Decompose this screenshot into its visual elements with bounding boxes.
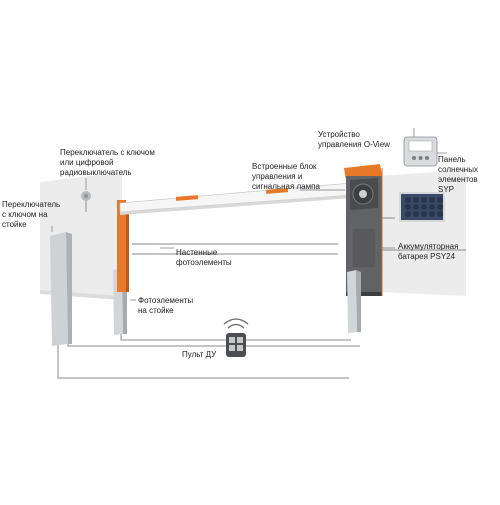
label-key-switch-post: Переключатель с ключом на стойке: [2, 200, 74, 230]
label-wall-photocells: Настенные фотоэлементы: [176, 248, 256, 268]
leader-lines: [51, 128, 447, 301]
label-line: управления и: [252, 172, 303, 181]
label-line: управления O-View: [318, 140, 390, 149]
label-line: солнечных: [438, 165, 478, 174]
label-line: или цифровой: [60, 158, 114, 167]
label-line: Устройство: [318, 130, 360, 139]
label-post-photocells: Фотоэлементы на стойке: [138, 296, 218, 316]
label-line: на стойке: [138, 306, 174, 315]
remote-control: [223, 318, 249, 357]
label-line: Пульт ДУ: [182, 350, 217, 359]
label-control-block-lamp: Встроенные блок управления и сигнальная …: [252, 162, 352, 192]
label-o-view: Устройство управления O-View: [318, 130, 408, 150]
label-line: сигнальная лампа: [252, 182, 320, 191]
key-switch-post: [50, 232, 72, 346]
label-battery: Аккумуляторная батарея PSY24: [398, 242, 498, 262]
label-line: батарея PSY24: [398, 252, 456, 261]
barrier-cabinet: [344, 164, 383, 296]
label-line: радиовыключатель: [60, 168, 132, 177]
label-line: Переключатель с ключом: [60, 148, 155, 157]
label-line: Аккумуляторная: [398, 242, 459, 251]
right-photocell-post: [347, 270, 361, 333]
label-line: Панель: [438, 155, 466, 164]
label-line: Переключатель: [2, 200, 61, 209]
label-line: с ключом на: [2, 210, 48, 219]
wall-key-switch: [81, 191, 91, 201]
solar-panel: [399, 192, 445, 222]
label-line: элементов: [438, 175, 478, 184]
label-line: Настенные: [176, 248, 218, 257]
label-line: Фотоэлементы: [138, 296, 194, 305]
label-line: SYP: [438, 185, 455, 194]
label-key-or-radio-switch: Переключатель с ключом или цифровой ради…: [60, 148, 180, 178]
label-remote: Пульт ДУ: [182, 350, 242, 360]
o-view-device: [403, 136, 438, 167]
label-line: Встроенные блок: [252, 162, 317, 171]
label-line: стойке: [2, 220, 27, 229]
label-line: фотоэлементы: [176, 258, 232, 267]
label-solar-panel: Панель солнечных элементов SYP: [438, 155, 498, 195]
boom-rest-post: [117, 200, 129, 292]
